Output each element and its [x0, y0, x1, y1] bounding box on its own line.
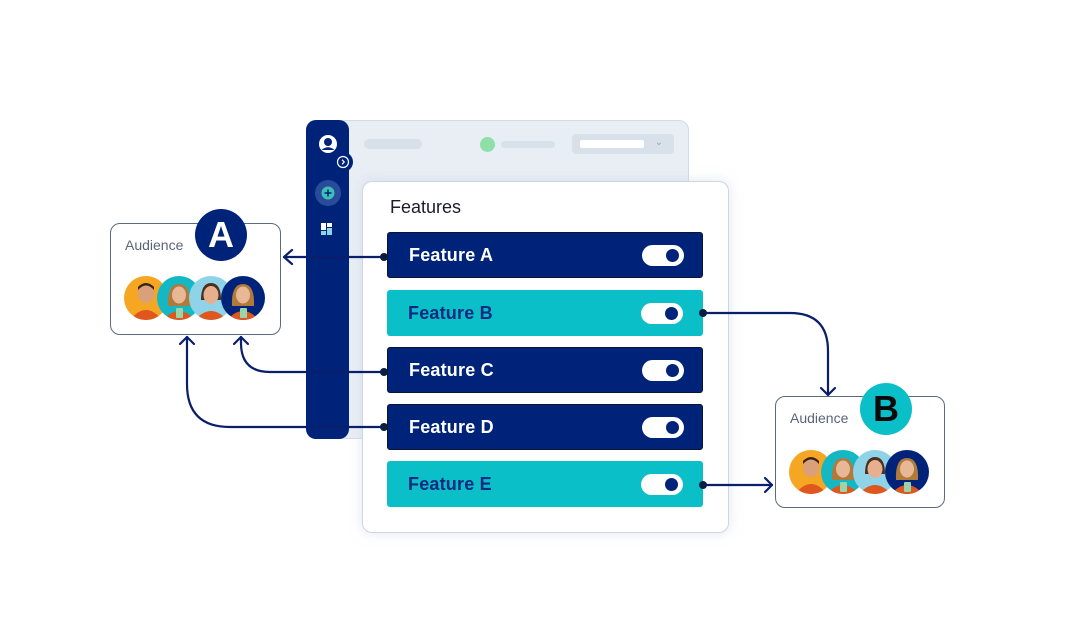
chevron-down-icon[interactable]: ⌄: [654, 137, 664, 148]
collapse-toggle-icon[interactable]: [333, 152, 353, 172]
user-icon[interactable]: [318, 134, 338, 154]
feature-label: Feature E: [408, 473, 492, 494]
audience-a-badge: A: [195, 209, 247, 261]
features-title: Features: [390, 197, 462, 217]
dropdown-value-placeholder: [580, 140, 644, 148]
toggle-knob: [666, 363, 679, 377]
feature-d-toggle[interactable]: [642, 416, 684, 438]
audience-b-badge: B: [860, 383, 912, 435]
feature-b-toggle[interactable]: [641, 302, 683, 324]
status-indicator: [480, 137, 495, 152]
avatar: [885, 450, 929, 494]
feature-row-b[interactable]: Feature B: [387, 290, 703, 336]
avatar: [221, 276, 265, 320]
toggle-knob: [666, 248, 679, 262]
audience-a-label: Audience: [125, 237, 184, 253]
avatar: [124, 276, 168, 320]
feature-row-e[interactable]: Feature E: [387, 461, 703, 507]
feature-label: Feature B: [408, 302, 493, 323]
dashboard-grid-icon[interactable]: [321, 223, 333, 235]
feature-row-d[interactable]: Feature D: [387, 404, 703, 450]
feature-c-toggle[interactable]: [642, 359, 684, 381]
audience-b-label: Audience: [790, 410, 849, 426]
feature-label: Feature D: [409, 416, 494, 437]
toggle-knob: [666, 420, 679, 434]
status-placeholder-bar: [501, 141, 555, 148]
feature-label: Feature C: [409, 359, 494, 380]
toggle-knob: [665, 477, 678, 491]
toggle-knob: [665, 306, 678, 320]
feature-a-toggle[interactable]: [642, 244, 684, 266]
header-placeholder-bar: [364, 139, 422, 149]
feature-row-c[interactable]: Feature C: [387, 347, 703, 393]
feature-label: Feature A: [409, 244, 494, 265]
feature-row-a[interactable]: Feature A: [387, 232, 703, 278]
feature-e-toggle[interactable]: [641, 473, 683, 495]
add-icon[interactable]: [315, 180, 341, 206]
